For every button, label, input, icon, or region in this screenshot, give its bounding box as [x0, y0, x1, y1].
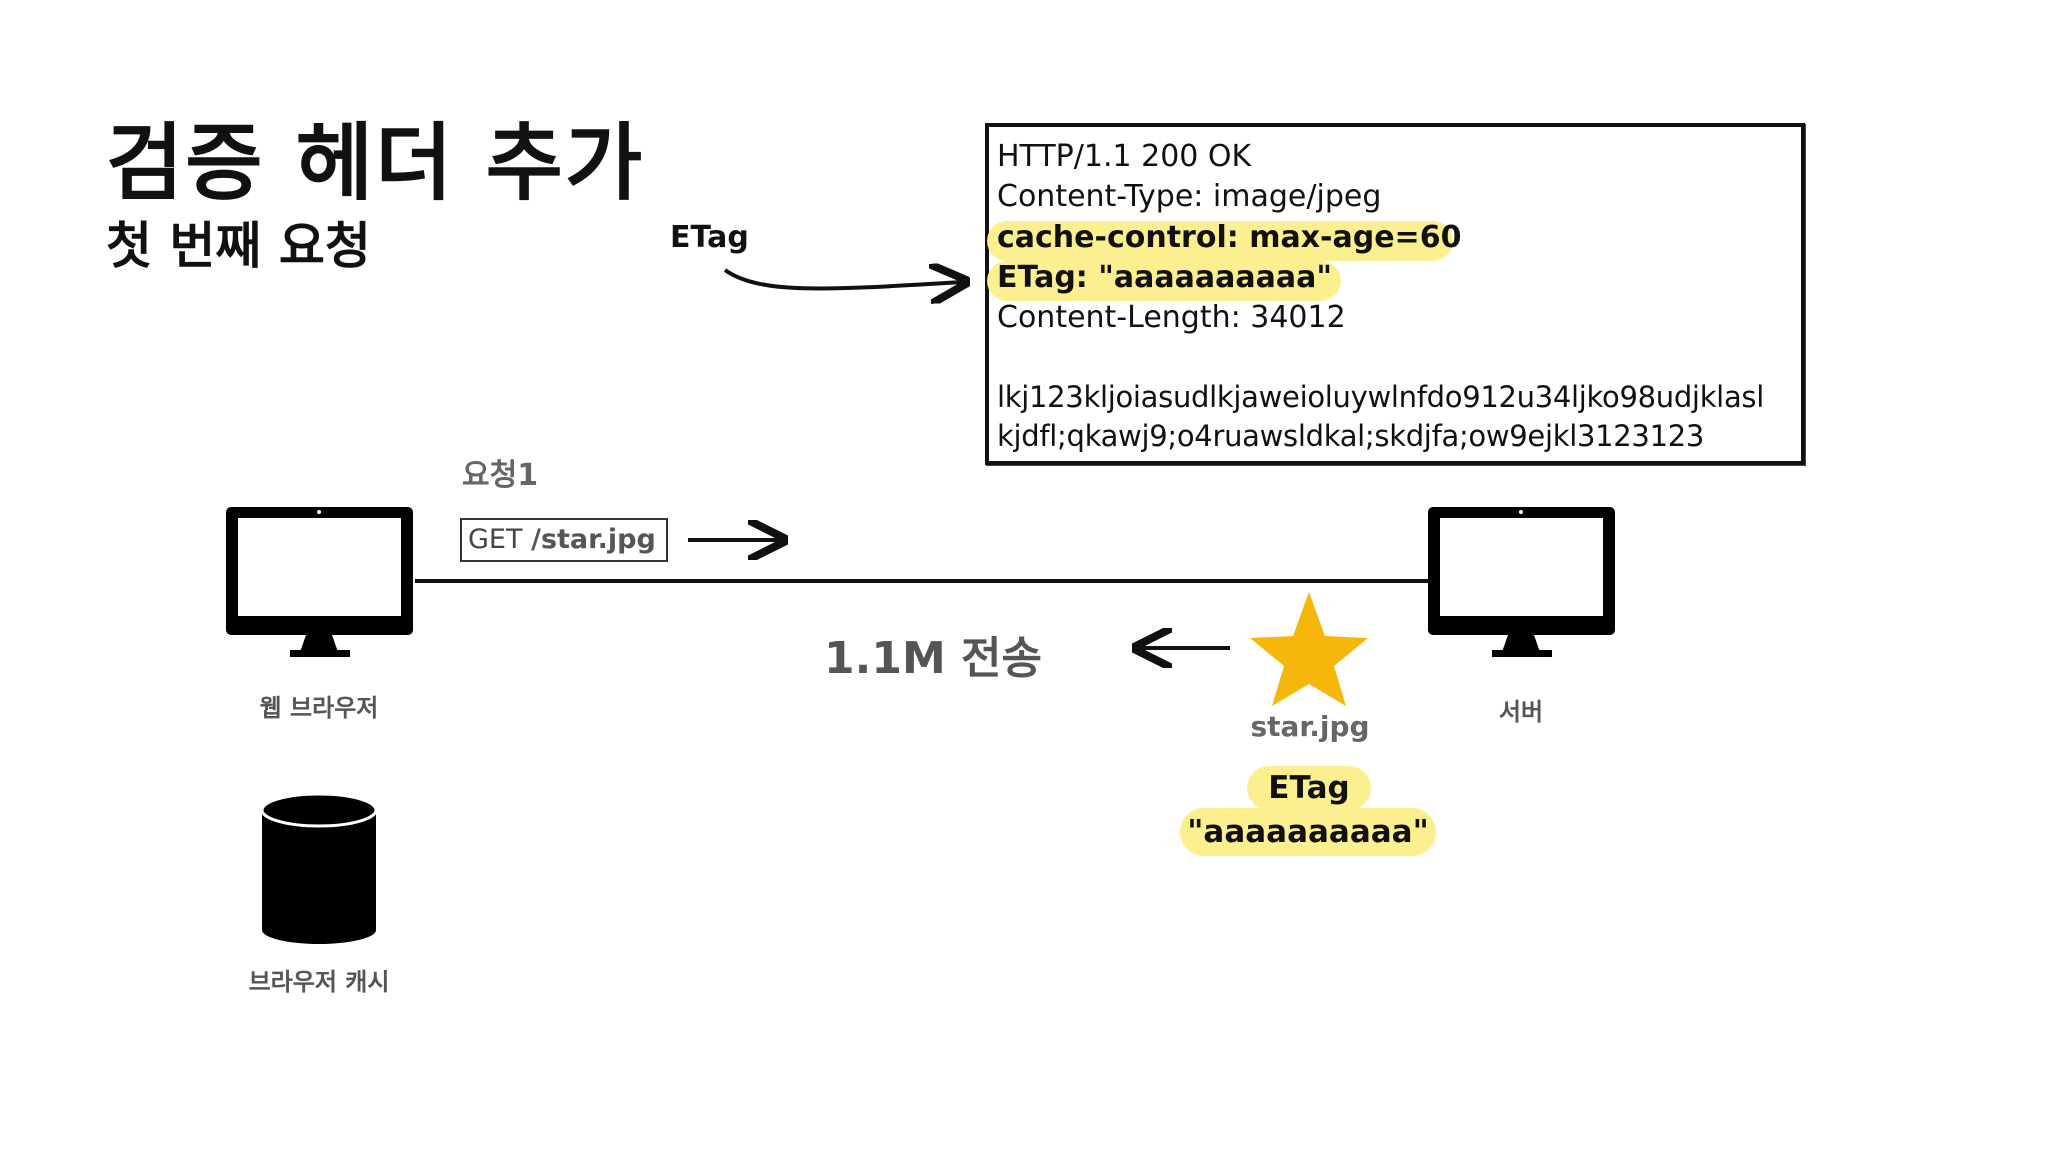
- response-content-type: Content-Type: image/jpeg: [997, 179, 1382, 214]
- request-path: /star.jpg: [531, 524, 656, 555]
- file-etag-value: "aaaaaaaaaa": [1180, 808, 1436, 856]
- request-method: GET: [468, 524, 523, 555]
- annotation-arrow-icon: [723, 270, 962, 289]
- file-etag-label: ETag: [1247, 766, 1371, 810]
- response-cache-control: cache-control: max-age=60: [997, 220, 1462, 255]
- page-title: 검증 헤더 추가: [106, 114, 645, 212]
- client-monitor-icon: [226, 507, 413, 657]
- request-box: GET /star.jpg: [460, 518, 668, 562]
- client-label: 웹 브라우저: [259, 694, 379, 722]
- cache-label: 브라우저 캐시: [248, 968, 390, 996]
- response-status-line: HTTP/1.1 200 OK: [997, 139, 1252, 174]
- response-etag: ETag: "aaaaaaaaaa": [997, 260, 1332, 295]
- page-subtitle: 첫 번째 요청: [106, 217, 371, 275]
- response-body-line-1: lkj123kljoiasudlkjaweioluywlnfdo912u34lj…: [997, 380, 1764, 414]
- server-label: 서버: [1498, 698, 1544, 726]
- http-response-box: HTTP/1.1 200 OK Content-Type: image/jpeg…: [985, 123, 1805, 465]
- response-body-line-2: kjdfl;qkawj9;o4ruawsldkal;skdjfa;ow9ejkl…: [997, 419, 1705, 453]
- star-icon: [1250, 592, 1368, 706]
- etag-annotation-label: ETag: [670, 220, 749, 255]
- file-name: star.jpg: [1250, 710, 1370, 743]
- response-content-length: Content-Length: 34012: [997, 300, 1346, 335]
- etag-highlight: [987, 261, 1341, 301]
- database-icon: [260, 792, 378, 944]
- server-monitor-icon: [1428, 507, 1615, 657]
- request-label: 요청1: [462, 458, 539, 493]
- cache-control-highlight: [987, 221, 1453, 261]
- transfer-label: 1.1M 전송: [824, 633, 1043, 684]
